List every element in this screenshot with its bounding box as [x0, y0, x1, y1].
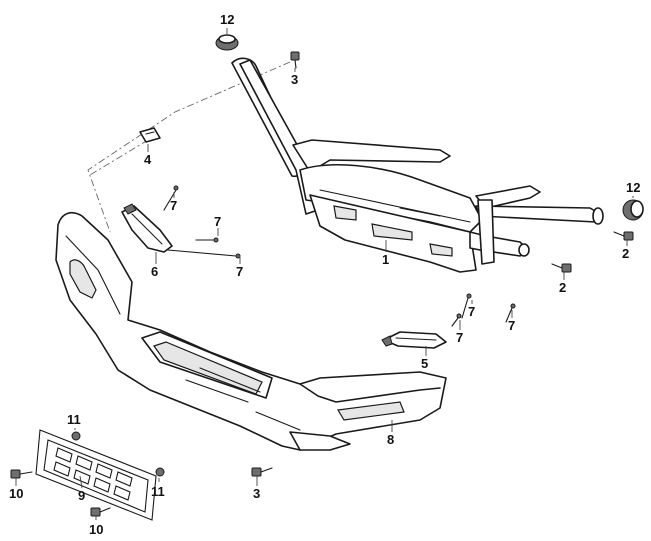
screw-7-f: [505, 303, 516, 323]
callout-12-top: 12: [220, 12, 234, 27]
callout-4: 4: [144, 152, 152, 167]
callout-5: 5: [421, 356, 428, 371]
screw-7-d: [461, 293, 472, 319]
bolt-10-bottom: [90, 507, 111, 517]
bolt-3-bottom: [251, 467, 273, 477]
callout-8: 8: [387, 432, 394, 447]
screw-7-b: [195, 237, 219, 243]
nut-11-right: [155, 467, 165, 477]
bolt-2-right: [613, 231, 634, 241]
callout-3-bottom: 3: [253, 486, 260, 501]
bolt-2-mid: [551, 263, 572, 273]
callout-12-right: 12: [626, 180, 640, 195]
part-4-clip-nut: [139, 127, 161, 143]
callout-11-left: 11: [67, 412, 81, 427]
nut-11-left: [71, 431, 81, 441]
callout-1: 1: [382, 252, 389, 267]
callout-7-right-top: 7: [468, 304, 475, 319]
part-1-front-guard-frame: [231, 57, 604, 273]
screw-7-c: [167, 249, 241, 259]
callout-11-right: 11: [151, 484, 165, 499]
callout-labels: 12 3 4 7 7 7 6 1 12 2 2 7 7 7 5 8 11 11 …: [9, 12, 640, 537]
callout-2-mid: 2: [559, 280, 566, 295]
part-6-left-bracket: [121, 203, 173, 253]
callout-7-upper-left: 7: [170, 198, 177, 213]
bolt-10-left: [10, 469, 33, 479]
callout-9: 9: [78, 488, 85, 503]
screw-7-e: [451, 313, 462, 327]
leader-lines: [15, 28, 634, 520]
part-12-rubber-cap-top: [215, 34, 239, 51]
callout-7-lower-left: 7: [236, 264, 243, 279]
guide-lines: [87, 61, 291, 233]
callout-6: 6: [151, 264, 158, 279]
callout-7-right-mid: 7: [456, 330, 463, 345]
callout-7-right-far: 7: [508, 318, 515, 333]
callout-3-top: 3: [291, 72, 298, 87]
part-9-grille-mesh: [35, 429, 157, 521]
callout-7-mid-left: 7: [214, 214, 221, 229]
callout-2-right: 2: [622, 246, 629, 261]
callout-10-bottom: 10: [89, 522, 103, 537]
bolt-3-top: [290, 51, 300, 69]
part-12-rubber-cap-right: [622, 199, 644, 221]
part-5-right-bracket: [381, 331, 447, 349]
callout-10-left: 10: [9, 486, 23, 501]
part-8-front-bumper-cover: [55, 211, 447, 451]
